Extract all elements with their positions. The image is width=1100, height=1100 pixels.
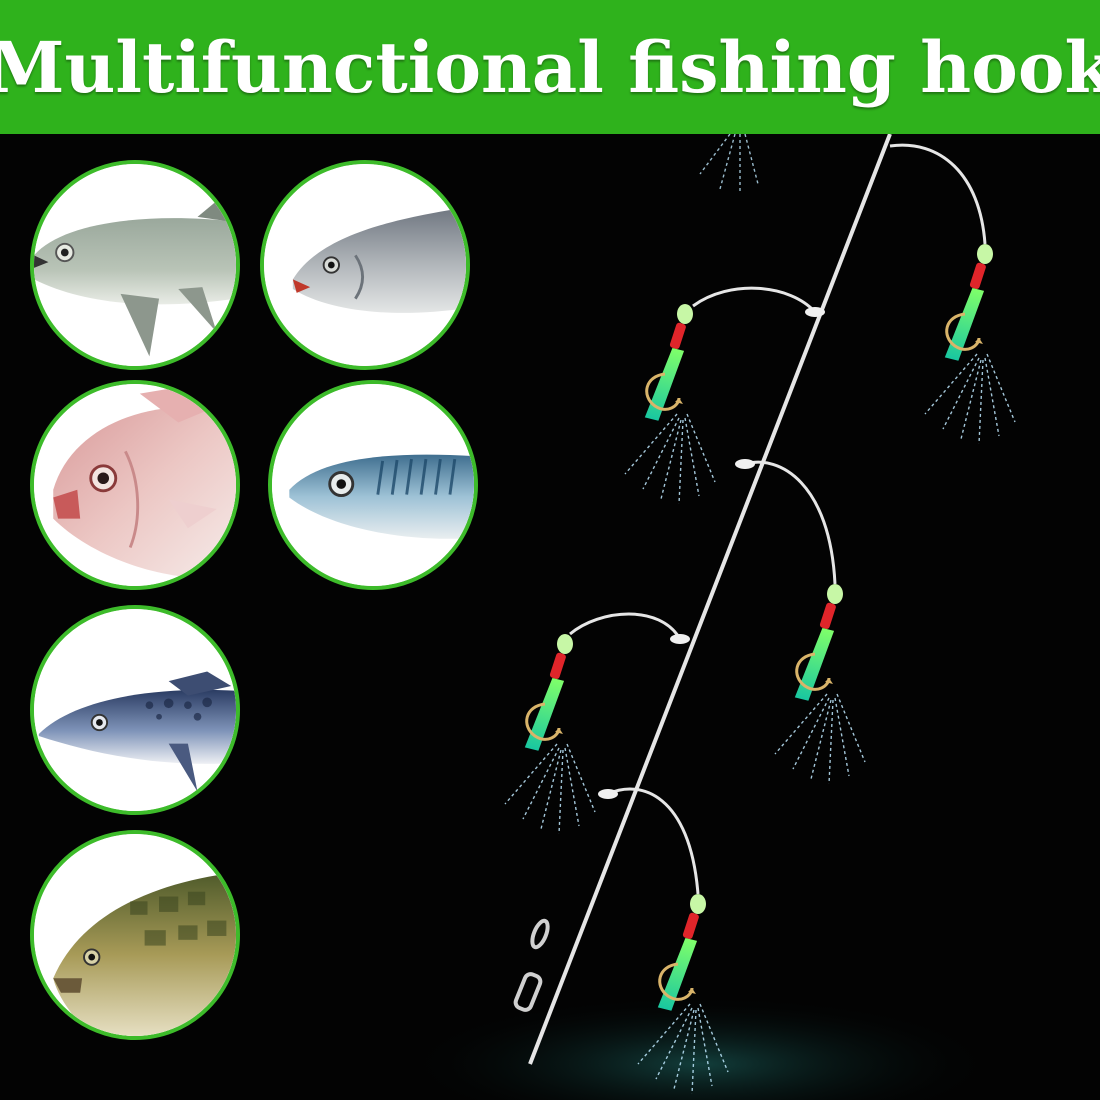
fish-circle-2 (260, 160, 470, 370)
fish-circle-1 (30, 160, 240, 370)
bass-icon (34, 834, 236, 1036)
banner-title: Multifunctional fishing hook (0, 25, 1100, 109)
title-banner: Multifunctional fishing hook (0, 0, 1100, 134)
sabiki-rig-icon (400, 134, 1017, 1100)
fish-circle-5 (30, 605, 240, 815)
fish-circle-6 (30, 830, 240, 1040)
fish-circle-3 (30, 380, 240, 590)
blue-striped-fish-icon (272, 384, 474, 586)
grey-fish-icon (264, 164, 466, 366)
fish-circle-4 (268, 380, 478, 590)
mackerel-icon (34, 609, 236, 811)
pink-snapper-icon (34, 384, 236, 586)
silver-fish-icon (34, 164, 236, 366)
